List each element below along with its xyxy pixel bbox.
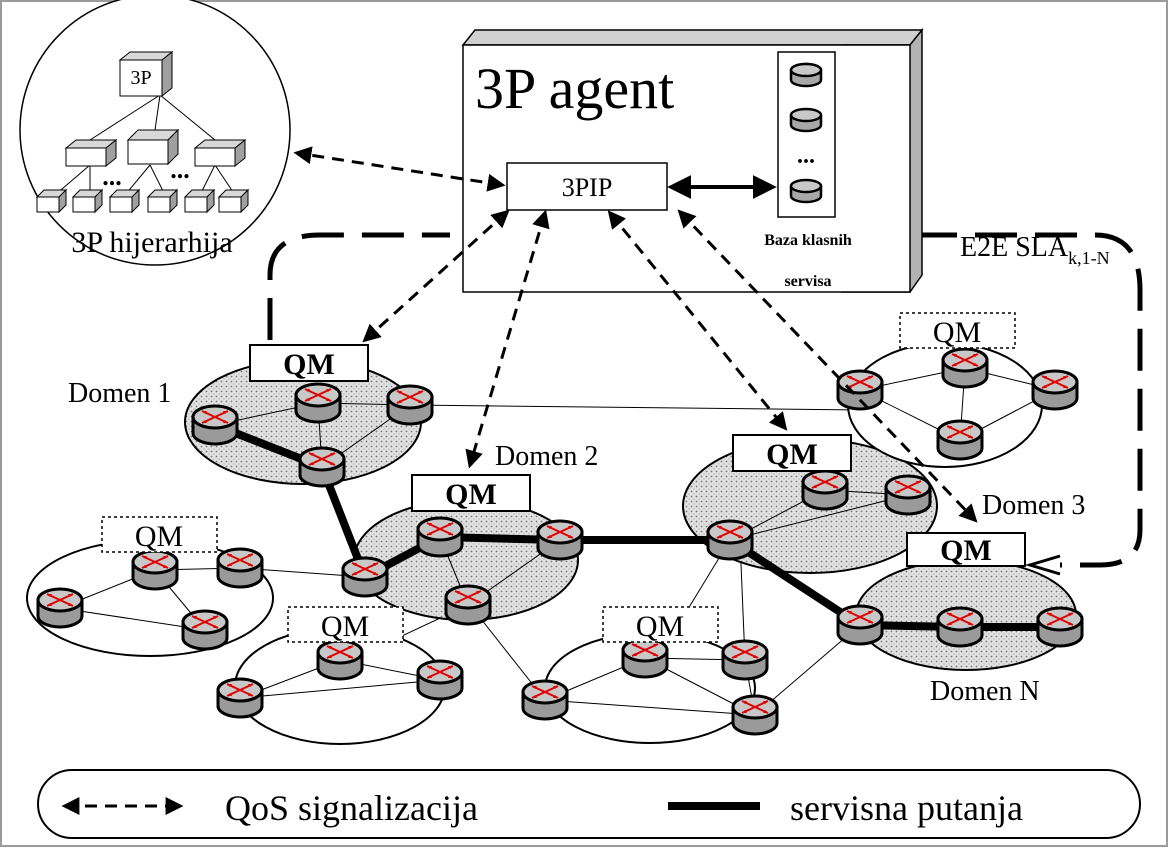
router-icon — [416, 516, 464, 558]
router-icon — [731, 694, 779, 736]
qm-box-domain-3: QM — [732, 434, 852, 472]
hierarchy-leaf-boxes — [35, 188, 250, 214]
hierarchy-mid-boxes — [64, 128, 247, 168]
hierarchy-panel: 3P ... ... 3P hijerarhija — [19, 0, 291, 266]
router-icon — [444, 584, 492, 626]
router-icon — [936, 419, 984, 461]
router-icon — [294, 382, 342, 424]
qm-label: QM — [135, 520, 183, 553]
router-icon — [941, 347, 989, 389]
router-icon — [521, 679, 569, 721]
router-icon — [316, 639, 364, 681]
domain-n-label: Domen N — [930, 676, 1040, 707]
legend-signaling-label: QoS signalizacija — [225, 788, 478, 828]
router-icon — [191, 404, 239, 446]
qm-label: QM — [283, 348, 335, 381]
router-icon — [721, 639, 769, 681]
router-icon — [936, 606, 984, 648]
database-icon — [789, 107, 823, 133]
qm-label: QM — [766, 438, 818, 471]
router-icon — [181, 609, 229, 651]
database-icon — [789, 62, 823, 88]
qm-label: QM — [933, 316, 981, 349]
db-label-line2: servisa — [784, 273, 831, 290]
router-icon — [341, 556, 389, 598]
pip-label: 3PIP — [562, 173, 613, 202]
qm-box-dotted: QM — [899, 312, 1016, 349]
router-icon — [1036, 606, 1084, 648]
router-icon — [536, 519, 584, 561]
hierarchy-root-box: 3P — [118, 50, 174, 98]
router-icon — [416, 659, 464, 701]
hierarchy-dots-left: ... — [102, 162, 122, 191]
router-icon — [884, 474, 932, 516]
qm-box-dotted: QM — [101, 516, 218, 553]
qos-signaling-arrows — [293, 146, 978, 523]
qm-box-domain-n: QM — [906, 532, 1026, 567]
qm-label: QM — [445, 478, 497, 511]
pip-box — [506, 162, 668, 211]
legend-path-label: servisna putanja — [790, 788, 1023, 828]
router-icon — [836, 604, 884, 646]
router-icon — [801, 469, 849, 511]
domain-2-label: Domen 2 — [495, 441, 598, 472]
db-label-line1: Baza klasnih — [764, 232, 852, 249]
legend-frame — [37, 769, 1141, 839]
sla-arrowhead — [1024, 554, 1061, 576]
qm-label: QM — [321, 610, 369, 643]
router-icon — [1031, 369, 1079, 411]
qm-label: QM — [636, 610, 684, 643]
router-icon — [386, 384, 434, 426]
qm-box-dotted: QM — [602, 606, 719, 643]
qm-box-dotted: QM — [287, 606, 404, 643]
router-icon — [836, 369, 884, 411]
signal-arrow-domain-n — [677, 209, 978, 523]
router-icon — [298, 446, 346, 488]
router-icon — [216, 677, 264, 719]
signal-arrow-hierarchy — [293, 146, 506, 192]
domain-1-label: Domen 1 — [68, 378, 171, 409]
sla-boundary — [267, 232, 1143, 568]
hierarchy-caption: 3P hijerarhija — [71, 226, 232, 259]
legend: QoS signalizacija servisna putanja — [37, 769, 1141, 839]
qm-box-domain-2: QM — [411, 474, 531, 512]
sla-label: E2E SLAk,1-N — [960, 232, 1110, 268]
router-icon — [36, 587, 84, 629]
router-icon — [621, 637, 669, 679]
qm-box-domain-1: QM — [249, 344, 369, 382]
hierarchy-dots-right: ... — [170, 155, 190, 184]
hierarchy-root-label: 3P — [130, 67, 151, 89]
db-dots: ... — [797, 143, 815, 169]
domain-3-label: Domen 3 — [982, 490, 1085, 521]
agent-title: 3P agent — [475, 56, 674, 121]
signal-arrow-domain-2 — [465, 209, 550, 469]
router-icon — [706, 519, 754, 561]
database-icon — [789, 178, 823, 204]
qm-label: QM — [940, 534, 992, 567]
router-icon — [131, 549, 179, 591]
router-icon — [216, 547, 264, 589]
